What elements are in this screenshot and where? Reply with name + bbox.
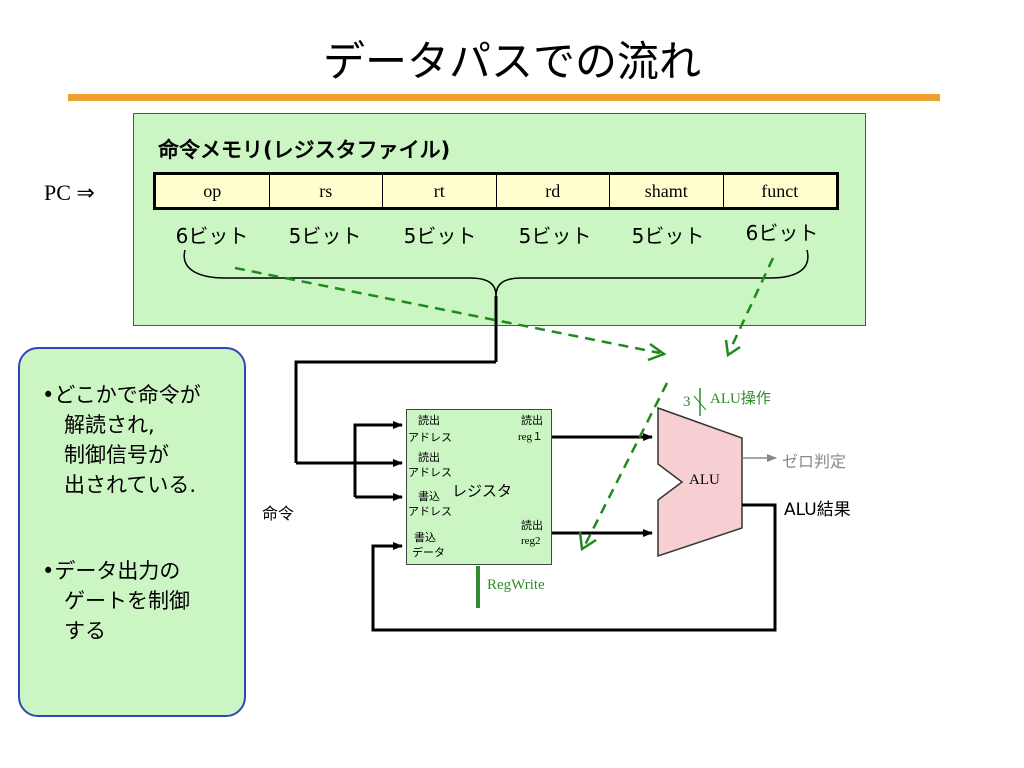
note-decode: •どこかで命令が 解読され, 制御信号が 出されている.	[42, 380, 201, 500]
bits-shamt: 5ビット	[631, 224, 705, 248]
note-line: 制御信号が	[64, 443, 169, 467]
bits-funct: 6ビット	[745, 221, 819, 245]
field-rd: rd	[495, 175, 610, 207]
read-data1-label: 読出	[521, 414, 543, 427]
instruction-memory-panel	[133, 113, 866, 326]
register-file	[406, 409, 552, 565]
alu-result-feedback	[371, 503, 777, 632]
note-line: する	[64, 619, 106, 643]
regwrite-label: RegWrite	[487, 577, 545, 593]
title-underline	[68, 94, 940, 101]
control-path-funct	[728, 257, 775, 351]
label-line: 読出	[418, 414, 440, 427]
write-data-label: 書込	[414, 531, 436, 544]
write-addr-label-2: アドレス	[408, 505, 452, 518]
control-path-op	[234, 266, 661, 355]
read-addr2-label: 読出	[418, 451, 440, 464]
note-line: ゲートを制御	[64, 589, 190, 613]
note-line: 解読され,	[64, 413, 155, 437]
alu-result-label: ALU結果	[784, 500, 851, 520]
alu-shape	[657, 406, 743, 558]
write-addr-label: 書込	[418, 490, 440, 503]
read-data2-label-2: reg2	[521, 535, 541, 547]
arrowhead-regread	[578, 531, 597, 552]
bits-rs: 5ビット	[288, 224, 362, 248]
alu-op-label: ALU操作	[710, 391, 771, 407]
read-addr1-label-2: アドレス	[408, 431, 452, 444]
alu-op-tick	[693, 395, 707, 411]
instruction-label: 命令	[262, 504, 295, 523]
alu-op-bits: 3	[683, 394, 691, 410]
notes-panel	[18, 347, 246, 717]
note-line: 出されている.	[64, 473, 197, 497]
bits-rt: 5ビット	[403, 224, 477, 248]
note-gate: •データ出力の ゲートを制御 する	[42, 556, 190, 646]
instr-bus	[294, 360, 496, 463]
field-funct: funct	[722, 175, 837, 207]
field-brace	[183, 249, 809, 297]
field-op: op	[203, 180, 222, 201]
bits-rd: 5ビット	[518, 224, 592, 248]
pc-label: PC ⇒	[44, 180, 95, 205]
instr-to-read-addr1	[353, 421, 403, 497]
arrowhead-op	[647, 342, 667, 362]
write-data-label-2: データ	[412, 546, 445, 559]
register-label: レジスタ	[452, 482, 513, 500]
read-data2-label: 読出	[521, 519, 543, 532]
control-path-regread	[583, 382, 669, 546]
note-line: •データ出力の	[42, 559, 181, 583]
page-title: データパスでの流れ	[322, 37, 701, 86]
read-addr1-label: 読出	[418, 414, 440, 427]
arrowhead-funct	[724, 339, 741, 358]
bits-op: 6ビット	[175, 224, 249, 248]
field-rt: rt	[382, 175, 496, 207]
zero-label: ゼロ判定	[782, 452, 847, 471]
field-shamt: shamt	[609, 175, 723, 207]
alu-label: ALU	[689, 472, 720, 488]
read-addr2-label-2: アドレス	[408, 466, 452, 479]
read-data1-label-2: reg１	[518, 431, 544, 443]
instruction-format-table: op rs rt rd shamt funct	[153, 172, 839, 210]
note-line: •どこかで命令が	[42, 383, 201, 407]
field-rs: rs	[268, 175, 383, 207]
memory-title: 命令メモリ(レジスタファイル)	[158, 138, 451, 162]
